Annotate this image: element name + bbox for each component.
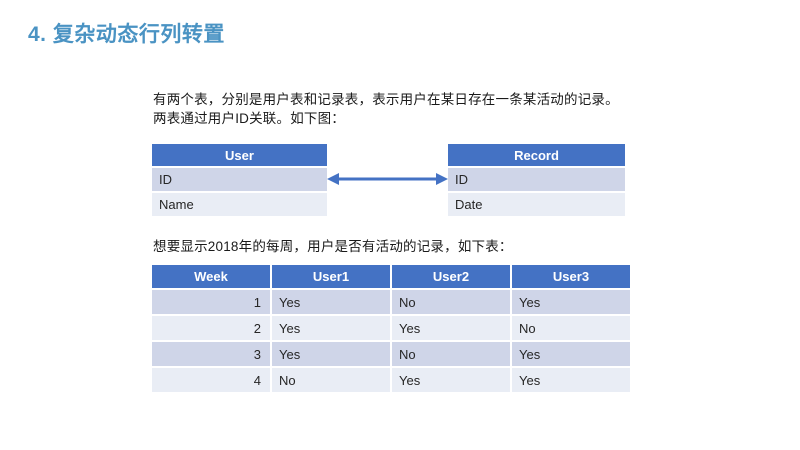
user-table-header: User [152,144,327,168]
cell-user3: Yes [512,290,630,316]
table-row: Name [152,193,327,218]
pivot-lead-paragraph: 想要显示2018年的每周，用户是否有活动的记录，如下表： [153,239,513,254]
table-header-row: User [152,144,327,168]
column-header-week: Week [152,265,272,290]
cell-user3: Yes [512,368,630,394]
table-row: 2 Yes Yes No [152,316,630,342]
cell-user1: Yes [272,342,392,368]
record-table-header: Record [448,144,625,168]
cell-week: 1 [152,290,272,316]
cell-week: 4 [152,368,272,394]
double-headed-arrow-icon [327,173,448,185]
table-row: ID [448,168,625,193]
table-header-row: Week User1 User2 User3 [152,265,630,290]
record-entity-table: Record ID Date [448,144,625,218]
table-row: Date [448,193,625,218]
column-header-user1: User1 [272,265,392,290]
cell-user1: No [272,368,392,394]
cell-user3: No [512,316,630,342]
table-row: 3 Yes No Yes [152,342,630,368]
cell-user1: Yes [272,290,392,316]
table-row: 1 Yes No Yes [152,290,630,316]
cell-user2: Yes [392,368,512,394]
column-header-user2: User2 [392,265,512,290]
column-header-user3: User3 [512,265,630,290]
cell-user3: Yes [512,342,630,368]
table-row: ID [152,168,327,193]
cell-user2: Yes [392,316,512,342]
record-field-date: Date [448,193,625,218]
cell-user2: No [392,342,512,368]
table-header-row: Record [448,144,625,168]
user-entity-table: User ID Name [152,144,327,218]
cell-week: 3 [152,342,272,368]
table-row: 4 No Yes Yes [152,368,630,394]
user-field-name: Name [152,193,327,218]
cell-user1: Yes [272,316,392,342]
pivot-result-table: Week User1 User2 User3 1 Yes No Yes 2 Ye… [152,265,630,394]
relation-connector [327,168,448,190]
cell-user2: No [392,290,512,316]
record-field-id: ID [448,168,625,193]
cell-week: 2 [152,316,272,342]
user-field-id: ID [152,168,327,193]
intro-paragraph: 有两个表，分别是用户表和记录表，表示用户在某日存在一条某活动的记录。两表通过用户… [153,92,619,126]
page-title: 4. 复杂动态行列转置 [28,23,225,46]
